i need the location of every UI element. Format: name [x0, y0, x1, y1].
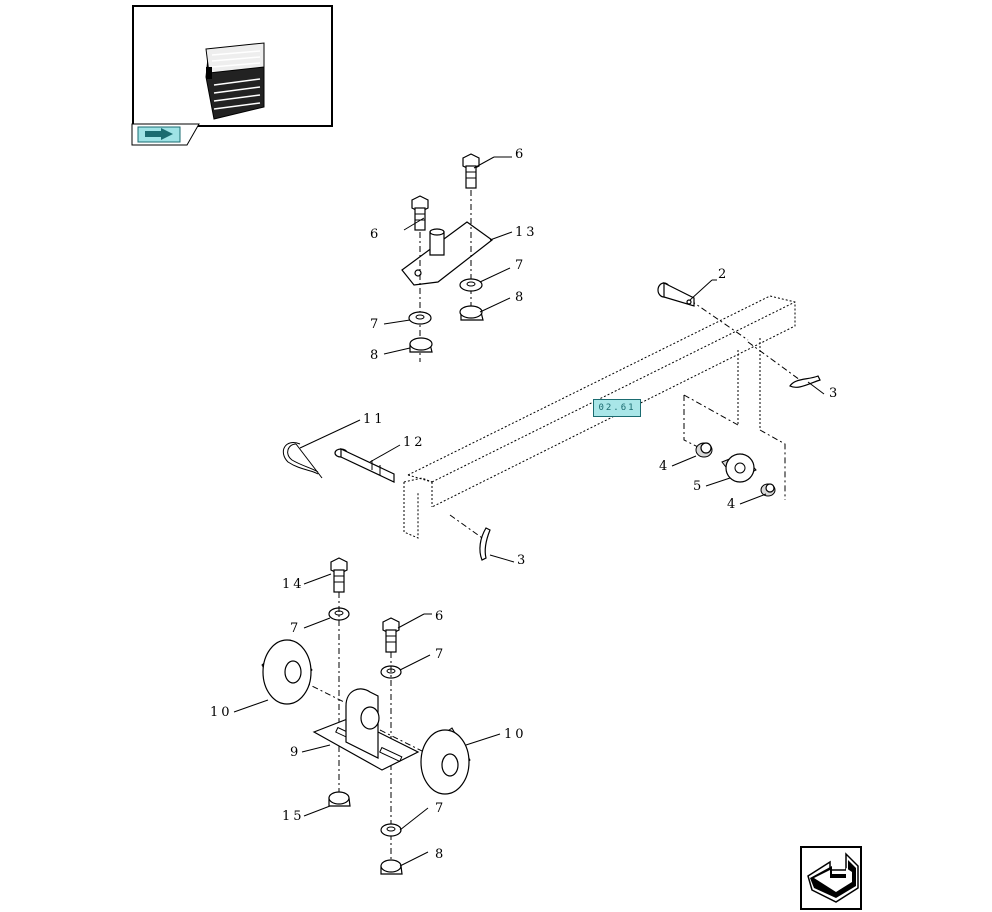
drawbar-frame[interactable]	[403, 295, 796, 539]
callout-7[interactable]: 7	[515, 258, 526, 273]
nut-8-upper-right[interactable]	[459, 305, 484, 321]
bolt-14[interactable]	[330, 557, 348, 593]
callout-14[interactable]: 14	[282, 577, 305, 592]
nut-8-bottom[interactable]	[380, 859, 403, 875]
wheel-10-right[interactable]	[420, 727, 471, 795]
nav-back-button[interactable]	[800, 846, 862, 910]
callout-6[interactable]: 6	[515, 147, 526, 162]
callout-6[interactable]: 6	[370, 227, 381, 242]
callout-10[interactable]: 10	[210, 705, 233, 720]
thumbnail-nav-tab[interactable]	[131, 123, 201, 147]
callout-3[interactable]: 3	[829, 386, 840, 401]
callout-7[interactable]: 7	[435, 801, 446, 816]
callout-4[interactable]: 4	[727, 497, 738, 512]
bolt-6-right[interactable]	[462, 153, 480, 189]
reference-badge[interactable]: 02.61	[593, 399, 641, 417]
return-arrow-icon	[807, 852, 859, 903]
nut-8-upper-left[interactable]	[409, 337, 433, 353]
clevis-pin-2[interactable]	[657, 282, 695, 307]
arrow-right-icon	[137, 126, 181, 143]
pin-12[interactable]	[334, 448, 395, 483]
callout-8[interactable]: 8	[370, 348, 381, 363]
callout-6[interactable]: 6	[435, 609, 446, 624]
spacer-4-left[interactable]	[695, 442, 713, 458]
callout-5[interactable]: 5	[693, 479, 704, 494]
callout-4[interactable]: 4	[659, 459, 670, 474]
wheel-10-left[interactable]	[261, 639, 313, 705]
bracket-9[interactable]	[312, 688, 420, 771]
washer-7-upper-left[interactable]	[408, 311, 432, 325]
machine-thumbnail	[132, 5, 333, 127]
bracket-13[interactable]	[401, 221, 494, 286]
callout-7[interactable]: 7	[290, 621, 301, 636]
callout-8[interactable]: 8	[435, 847, 446, 862]
callout-15[interactable]: 15	[282, 809, 305, 824]
callout-11[interactable]: 11	[363, 412, 386, 427]
hitch-pin-11[interactable]	[282, 442, 323, 479]
callout-9[interactable]: 9	[290, 745, 301, 760]
washer-7-bottom[interactable]	[380, 823, 402, 837]
callout-8[interactable]: 8	[515, 290, 526, 305]
callout-10[interactable]: 10	[504, 727, 527, 742]
callout-12[interactable]: 12	[403, 435, 426, 450]
spacer-4-right[interactable]	[760, 483, 776, 497]
callout-2[interactable]: 2	[718, 267, 729, 282]
callout-7[interactable]: 7	[370, 317, 381, 332]
washer-7-upper-right[interactable]	[459, 278, 483, 292]
bolt-6-left[interactable]	[411, 195, 429, 231]
bolt-6-lower[interactable]	[382, 617, 400, 653]
callout-3[interactable]: 3	[517, 553, 528, 568]
machine-thumbnail-icon	[205, 42, 265, 120]
cotter-pin-3-right[interactable]	[789, 375, 821, 388]
nut-15[interactable]	[328, 791, 351, 807]
cotter-pin-3-lower[interactable]	[479, 527, 491, 561]
leader-lines	[233, 156, 825, 867]
callout-7[interactable]: 7	[435, 647, 446, 662]
callout-13[interactable]: 13	[515, 225, 538, 240]
roller-5[interactable]	[721, 453, 757, 483]
